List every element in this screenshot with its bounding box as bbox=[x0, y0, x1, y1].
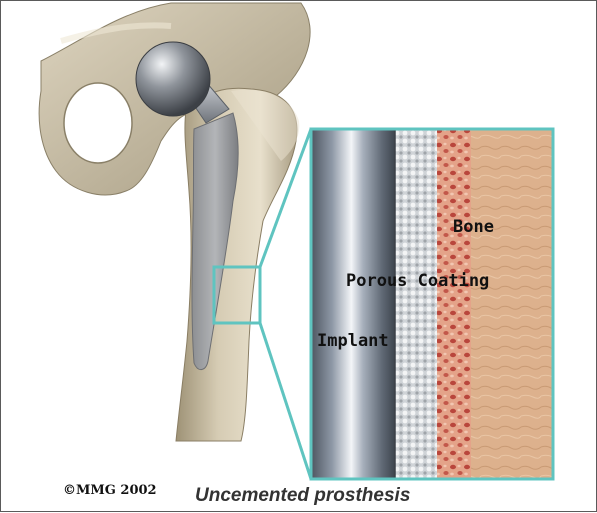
magnified-detail bbox=[311, 129, 553, 479]
prosthesis-ball bbox=[136, 42, 210, 116]
bone-label: Bone bbox=[453, 217, 494, 237]
implant-label: Implant bbox=[317, 331, 389, 351]
porous-coating-label: Porous Coating bbox=[346, 271, 489, 291]
copyright-notice: ©MMG 2002 bbox=[63, 483, 157, 498]
callout-line-bottom bbox=[260, 323, 311, 479]
figure-caption: Uncemented prosthesis bbox=[195, 485, 410, 507]
